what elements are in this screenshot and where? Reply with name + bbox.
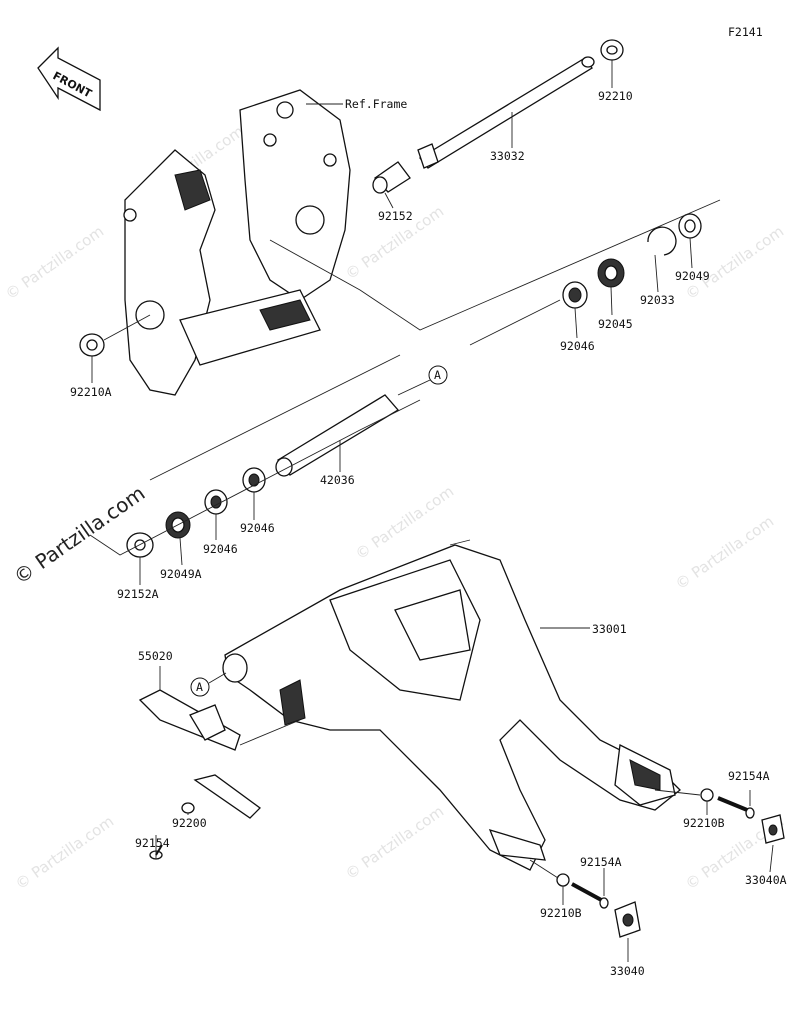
- front-arrow-icon: FRONT: [37, 46, 101, 112]
- pivot-shaft: [417, 56, 595, 169]
- frame-illustration: [123, 89, 351, 396]
- label-92045: 92045: [598, 317, 633, 331]
- label-92049: 92049: [675, 269, 710, 283]
- svg-text:© Partzilla.com: © Partzilla.com: [342, 802, 447, 883]
- part-labels: 92210 33032 92152 92049 92033 92045 9204…: [70, 89, 787, 978]
- chain-guard-55020: [138, 689, 261, 819]
- label-92154A-lower: 92154A: [580, 855, 622, 869]
- washer-92200: [181, 802, 195, 814]
- bolt-92154A-upper: [717, 796, 755, 819]
- label-33040A: 33040A: [745, 873, 787, 887]
- collar-42036: [275, 394, 399, 477]
- swingarm-33001: [222, 544, 681, 871]
- label-92210B-upper: 92210B: [683, 816, 725, 830]
- label-42036: 42036: [320, 473, 355, 487]
- label-92154A-upper: 92154A: [728, 769, 770, 783]
- bearing-row-lower: [126, 467, 266, 558]
- label-55020: 55020: [138, 649, 173, 663]
- svg-text:© Partzilla.com: © Partzilla.com: [672, 512, 777, 593]
- label-92033: 92033: [640, 293, 675, 307]
- nut-92210B-lower: [556, 873, 570, 887]
- adjuster-92152: [372, 161, 411, 194]
- bolt-92154A-lower: [571, 882, 609, 909]
- svg-text:© Partzilla.com: © Partzilla.com: [2, 222, 107, 303]
- callout-A-top: A: [397, 365, 448, 396]
- label-92046-c: 92046: [203, 542, 238, 556]
- label-33001: 33001: [592, 622, 627, 636]
- bearing-row-upper: [562, 213, 702, 309]
- leader-lines: [91, 60, 774, 962]
- callout-A-bottom: A: [190, 672, 227, 697]
- adjuster-33040A: [761, 814, 785, 844]
- label-92210: 92210: [598, 89, 633, 103]
- svg-text:© Partzilla.com: © Partzilla.com: [12, 812, 117, 893]
- svg-text:A: A: [434, 368, 441, 382]
- label-92210B-lower: 92210B: [540, 906, 582, 920]
- label-92210A: 92210A: [70, 385, 112, 399]
- svg-text:A: A: [196, 680, 203, 694]
- nut-92210A: [79, 333, 105, 357]
- adjuster-33040: [614, 901, 641, 938]
- diagram-code: F2141: [728, 25, 763, 39]
- label-92152: 92152: [378, 209, 413, 223]
- label-92046-b: 92046: [240, 521, 275, 535]
- label-92154: 92154: [135, 836, 170, 850]
- ref-frame-label: Ref.Frame: [345, 97, 407, 111]
- label-92049A: 92049A: [160, 567, 202, 581]
- nut-92210: [600, 39, 624, 61]
- nut-92210B-upper: [700, 788, 714, 802]
- label-33040: 33040: [610, 964, 645, 978]
- label-92152A: 92152A: [117, 587, 159, 601]
- label-92200: 92200: [172, 816, 207, 830]
- label-92046-a: 92046: [560, 339, 595, 353]
- label-33032: 33032: [490, 149, 525, 163]
- partzilla-watermark: © Partzilla.com: [9, 481, 149, 589]
